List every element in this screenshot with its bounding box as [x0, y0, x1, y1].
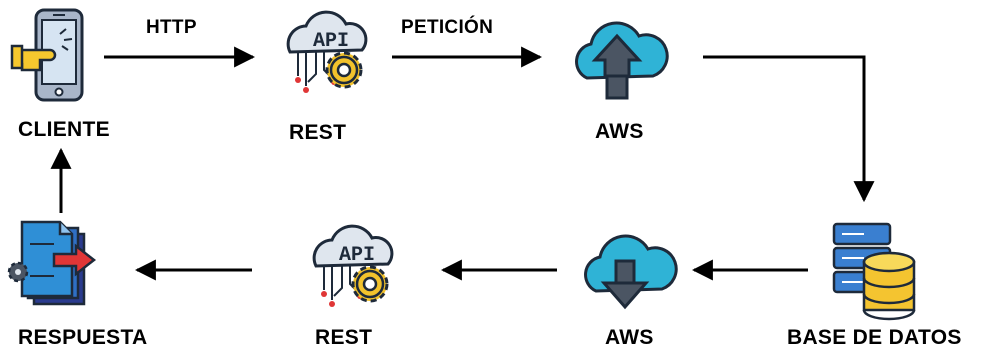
- database-server-icon: [832, 222, 916, 321]
- node-label-rest-bottom: REST: [315, 326, 373, 349]
- node-label-aws-top: AWS: [595, 120, 644, 143]
- node-label-cliente: CLIENTE: [18, 118, 110, 141]
- api-gear-icon-top: API: [286, 10, 368, 93]
- node-label-rest-top: REST: [289, 121, 347, 144]
- document-send-icon: [7, 220, 97, 306]
- node-label-base-datos: BASE DE DATOS: [787, 326, 962, 349]
- svg-text:API: API: [339, 244, 375, 267]
- edge-label-peticion: PETICIÓN: [401, 17, 494, 38]
- api-gear-icon-bottom: API: [312, 224, 394, 307]
- arrow-aws-to-database: [703, 55, 875, 203]
- svg-text:API: API: [313, 30, 349, 53]
- cloud-download-icon: [584, 234, 678, 310]
- smartphone-tap-icon: [10, 8, 84, 102]
- node-label-respuesta: RESPUESTA: [18, 326, 148, 349]
- node-label-aws-bottom: AWS: [605, 326, 654, 349]
- edge-label-http: HTTP: [146, 17, 197, 38]
- cloud-upload-icon: [575, 21, 669, 100]
